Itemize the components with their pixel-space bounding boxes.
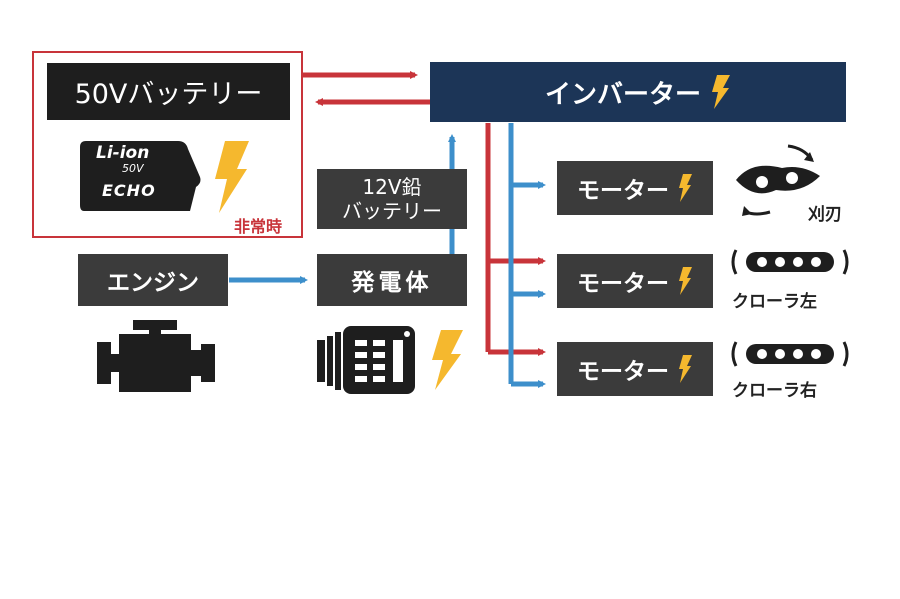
lightning-bolt-icon [679, 174, 692, 202]
motor-target-crawler-left: クローラ左 [732, 292, 817, 312]
battery-pack-label-chem: Li-ion [96, 143, 150, 163]
battery-pack-label-voltage: 50V [122, 162, 144, 175]
lightning-bolt-icon [679, 355, 692, 383]
battery-title-box: 50Vバッテリー [47, 63, 290, 120]
generator-box: 発電体 [317, 254, 467, 306]
motor-target-crawler-right: クローラ右 [732, 381, 817, 401]
generator-icon [317, 326, 415, 394]
generator-label: 発電体 [351, 270, 433, 296]
crawler-track-icon [731, 249, 849, 275]
engine-label: エンジン [107, 270, 199, 296]
lightning-bolt-icon [215, 141, 249, 213]
lightning-bolt-icon [432, 330, 463, 390]
motor-label: モーター [577, 359, 669, 385]
emergency-label: 非常時 [234, 217, 283, 236]
motor-target-blade: 刈刃 [808, 205, 842, 225]
rotating-blade-icon [736, 144, 820, 216]
battery-pack-brand: ECHO [102, 181, 156, 200]
emergency-battery-group [32, 51, 303, 238]
motor-box-blade: モーター [557, 161, 713, 215]
battery-pack-icon: Li-ion 50V ECHO [78, 137, 202, 215]
crawler-track-icon [731, 341, 849, 367]
inverter-box: インバーター [430, 62, 846, 122]
lead-battery-line1: 12V鉛 [362, 175, 422, 199]
lead-battery-box: 12V鉛 バッテリー [317, 169, 467, 229]
motor-box-crawler-left: モーター [557, 254, 713, 308]
motor-box-crawler-right: モーター [557, 342, 713, 396]
inverter-label: インバーター [544, 79, 701, 110]
lead-battery-line2: バッテリー [342, 199, 442, 223]
battery-title: 50Vバッテリー [74, 79, 263, 110]
lightning-bolt-icon [712, 75, 730, 109]
engine-box: エンジン [78, 254, 228, 306]
engine-icon [97, 320, 215, 392]
motor-label: モーター [577, 271, 669, 297]
lightning-bolt-icon [679, 267, 692, 295]
motor-label: モーター [577, 178, 669, 204]
